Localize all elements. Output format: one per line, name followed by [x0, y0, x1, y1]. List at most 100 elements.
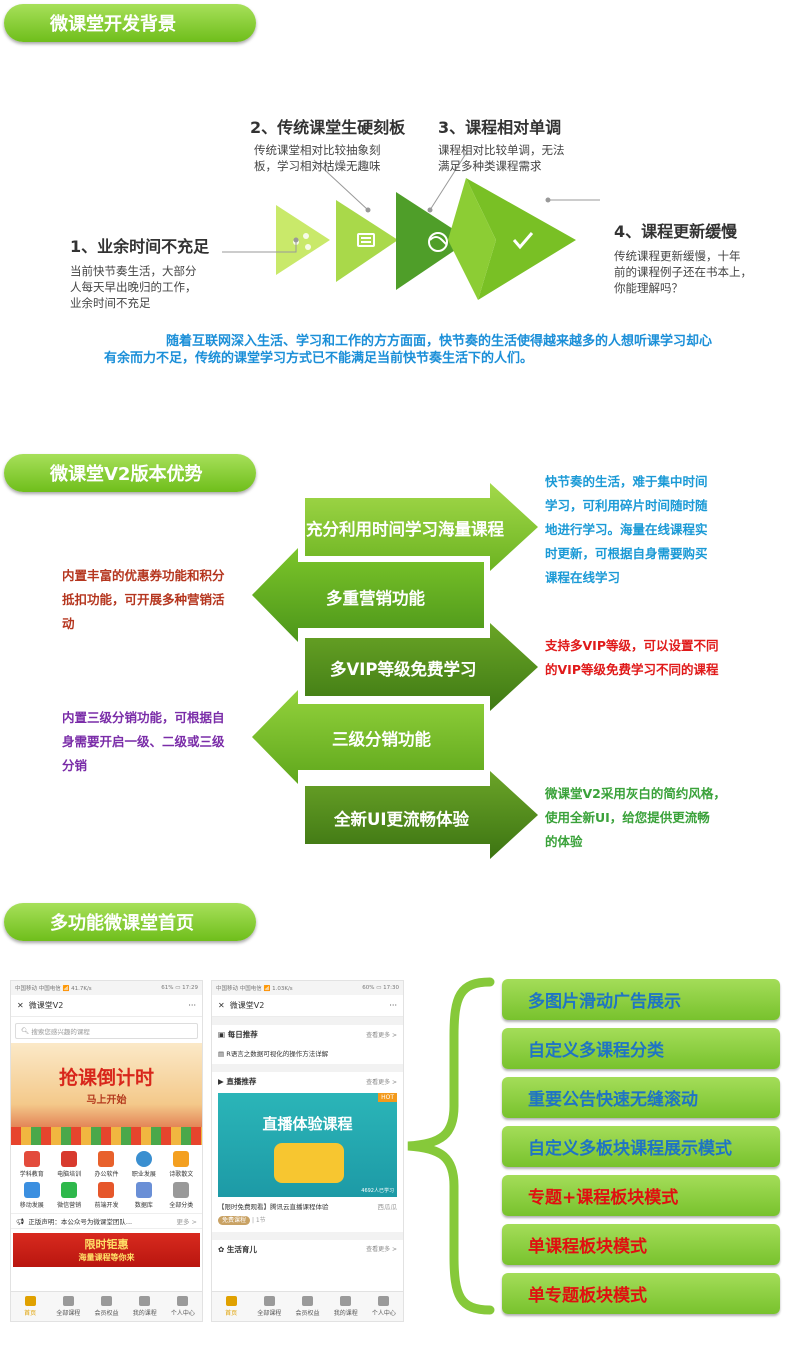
- step-2: 2、传统课堂生硬刻板 传统课堂相对比较抽象刻板，学习相对枯燥无趣味: [250, 114, 405, 174]
- baby-icon: ✿: [218, 1245, 225, 1254]
- feature-item: 自定义多课程分类: [502, 1028, 780, 1069]
- category-item[interactable]: 电脑培训: [50, 1151, 87, 1178]
- tab-profile[interactable]: 个人中心: [365, 1292, 403, 1321]
- category-icon: [135, 1182, 152, 1198]
- book-icon: [139, 1296, 151, 1306]
- process-arrows-graphic: [276, 178, 576, 300]
- category-item[interactable]: 前端开发: [88, 1182, 125, 1209]
- note-vip: 支持多VIP等级，可以设置不同的VIP等级免费学习不同的课程: [545, 638, 719, 677]
- category-item[interactable]: 微信营销: [50, 1182, 87, 1209]
- tab-my-courses[interactable]: 我的课程: [327, 1292, 365, 1321]
- tab-home[interactable]: 首页: [212, 1292, 250, 1321]
- category-icon: [173, 1182, 190, 1198]
- promo-banner[interactable]: 限时钜惠 海量课程等你来: [13, 1233, 200, 1267]
- category-icon: [173, 1151, 190, 1167]
- arrow-3: [305, 623, 538, 711]
- step-4-desc: 传统课程更新缓慢，十年前的课程例子还在书本上，你能理解吗？: [614, 249, 752, 295]
- home-icon: [24, 1296, 36, 1306]
- arrow-4: [252, 690, 484, 784]
- live-banner[interactable]: HOT 直播体验课程 4692人已学习: [218, 1093, 397, 1197]
- step-1: 1、业余时间不充足 当前快节奏生活，大部分人每天早出晚归的工作，业余时间不充足: [70, 233, 209, 311]
- tab-member[interactable]: 会员权益: [288, 1292, 326, 1321]
- doc-icon: ▤: [218, 1050, 225, 1058]
- daily-item[interactable]: ▤ R语言之数据可视化的操作方法详解: [218, 1050, 329, 1058]
- notice-more-link[interactable]: 更多 >: [176, 1218, 197, 1226]
- category-icon: [61, 1182, 78, 1198]
- grid-icon: [62, 1296, 74, 1306]
- section-title-advantages: 微课堂V2版本优势: [4, 454, 256, 492]
- category-item[interactable]: 数据库: [125, 1182, 162, 1209]
- category-icon: [23, 1151, 40, 1167]
- banner-title: 抢课倒计时: [58, 1067, 154, 1089]
- tab-home[interactable]: 首页: [11, 1292, 49, 1321]
- note-ui: 微课堂V2采用灰白的简约风格，使用全新UI，给您提供更流畅的体验: [545, 786, 726, 849]
- watch-count: 4692人已学习: [361, 1188, 394, 1194]
- step-3-desc: 课程相对比较单调，无法满足多种类课程需求: [438, 143, 565, 173]
- category-item[interactable]: 移动发展: [13, 1182, 50, 1209]
- grid-icon: [263, 1296, 275, 1306]
- see-more-link[interactable]: 查看更多 >: [366, 1246, 397, 1253]
- tab-my-courses[interactable]: 我的课程: [126, 1292, 164, 1321]
- more-icon[interactable]: ···: [188, 1001, 196, 1010]
- search-input[interactable]: 🔍︎ 搜索您感兴趣的课程: [15, 1023, 198, 1039]
- free-tag: 免费课程: [218, 1216, 251, 1225]
- close-icon[interactable]: ✕: [218, 1001, 225, 1010]
- category-icon: [23, 1182, 40, 1198]
- calendar-icon: ▣: [218, 1030, 226, 1039]
- tab-member[interactable]: 会员权益: [87, 1292, 125, 1321]
- note-marketing: 内置丰富的优惠券功能和积分抵扣功能，可开展多种营销活动: [62, 568, 225, 631]
- brace-graphic: [407, 977, 495, 1315]
- lesson-count: | 1节: [251, 1217, 266, 1224]
- category-item[interactable]: 办公软件: [88, 1151, 125, 1178]
- tab-profile[interactable]: 个人中心: [164, 1292, 202, 1321]
- live-caption: 【限时免费观看】腾讯云直播课程体验: [218, 1203, 329, 1211]
- category-icon: [61, 1151, 78, 1167]
- more-icon[interactable]: ···: [389, 1001, 397, 1010]
- step-1-desc: 当前快节奏生活，大部分人每天早出晚归的工作，业余时间不充足: [70, 264, 197, 310]
- tab-bar: 首页 全部课程 会员权益 我的课程 个人中心: [212, 1291, 403, 1321]
- daily-section: ▣ 每日推荐 查看更多 > ▤ R语言之数据可视化的操作方法详解: [218, 1030, 397, 1058]
- bus-illustration: [274, 1143, 344, 1183]
- category-item[interactable]: 诗歌散文: [163, 1151, 200, 1178]
- category-item[interactable]: 职业发展: [125, 1151, 162, 1178]
- arrow-5: [305, 771, 538, 859]
- step-1-title: 1、业余时间不充足: [70, 237, 210, 256]
- feature-item: 重要公告快速无缝滚动: [502, 1077, 780, 1118]
- feature-item: 单专题板块模式: [502, 1273, 780, 1314]
- feature-item: 自定义多板块课程展示模式: [502, 1126, 780, 1167]
- step-3-title: 3、课程相对单调: [438, 118, 562, 137]
- tab-all-courses[interactable]: 全部课程: [250, 1292, 288, 1321]
- category-item[interactable]: 全部分类: [163, 1182, 200, 1209]
- user-icon: [177, 1296, 189, 1306]
- banner-subtitle: 马上开始: [86, 1095, 127, 1106]
- news-icon: [357, 233, 375, 247]
- note-time: 快节奏的生活，难于集中时间学习，可利用碎片时间随时随 地进行学习。海量在线课程实…: [545, 474, 708, 585]
- advantage-arrows: [252, 483, 538, 859]
- see-more-link[interactable]: 查看更多 >: [366, 1079, 397, 1086]
- search-icon: 🔍︎: [21, 1027, 30, 1035]
- note-distribution: 内置三级分销功能，可根据自身需要开启一级、二级或三级分销: [62, 710, 225, 773]
- see-more-link[interactable]: 查看更多 >: [366, 1032, 397, 1039]
- close-icon[interactable]: ✕: [17, 1001, 24, 1010]
- feature-item: 单课程板块模式: [502, 1224, 780, 1265]
- step-4-title: 4、课程更新缓慢: [614, 222, 738, 241]
- step-2-title: 2、传统课堂生硬刻板: [250, 118, 406, 137]
- gift-icon: [302, 1296, 313, 1306]
- category-item[interactable]: 学科教育: [13, 1151, 50, 1178]
- arrow-5-label: 全新UI更流畅体验: [334, 810, 470, 829]
- nav-bar: ✕ 微课堂V2 ···: [11, 995, 202, 1017]
- gift-icon: [101, 1296, 112, 1306]
- tab-all-courses[interactable]: 全部课程: [49, 1292, 87, 1321]
- section-title-home: 多功能微课堂首页: [4, 903, 256, 941]
- arrow-3-label: 多VIP等级免费学习: [330, 660, 477, 679]
- teacher-name: 西瓜瓜: [377, 1203, 398, 1211]
- notice-bar[interactable]: 📢︎ 正版声明：本公众号为微课堂团队... 更多 >: [11, 1213, 202, 1229]
- live-banner-title: 直播体验课程: [262, 1115, 353, 1133]
- intro-paragraph: 随着互联网深入生活、学习和工作的方方面面，快节奏的生活使得越来越多的人想听课学习…: [104, 334, 713, 366]
- step-3: 3、课程相对单调 课程相对比较单调，无法满足多种类课程需求: [438, 114, 565, 174]
- check-icon: [512, 232, 534, 250]
- banner-slider[interactable]: 抢课倒计时 马上开始: [11, 1043, 202, 1145]
